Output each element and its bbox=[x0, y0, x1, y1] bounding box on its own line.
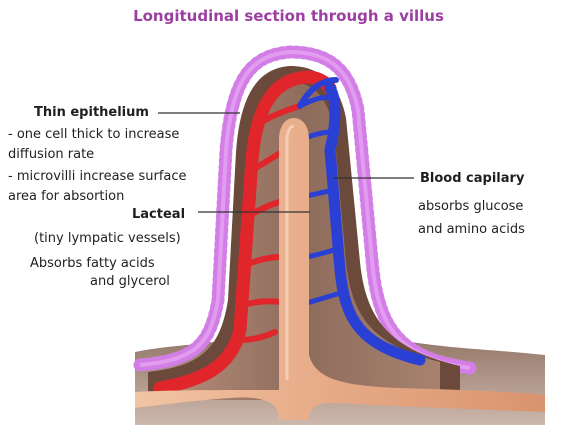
lacteal-line-3: and glycerol bbox=[90, 274, 170, 289]
blood-capillary-line-1: absorbs glucose bbox=[418, 199, 524, 214]
lacteal-line-1: (tiny lympatic vessels) bbox=[34, 231, 181, 246]
blood-capillary-heading: Blood capilary bbox=[420, 171, 525, 186]
vein-extension bbox=[297, 77, 339, 109]
thin-epithelium-line-1: - one cell thick to increase bbox=[8, 127, 180, 142]
lacteal-highlight bbox=[285, 124, 295, 380]
microvilli-border-inner bbox=[139, 49, 471, 370]
thin-epithelium-line-3: - microvilli increase surface bbox=[8, 169, 187, 184]
lacteal-heading: Lacteal bbox=[132, 207, 186, 222]
diagram-title: Longitudinal section through a villus bbox=[133, 7, 444, 25]
blood-capillary-line-2: and amino acids bbox=[418, 222, 525, 237]
thin-epithelium-line-2: diffusion rate bbox=[8, 147, 95, 162]
vein-vessel bbox=[324, 82, 426, 366]
thin-epithelium-heading: Thin epithelium bbox=[34, 105, 149, 120]
thin-epithelium-line-4: area for absortion bbox=[8, 189, 125, 204]
lacteal-line-2: Absorbs fatty acids bbox=[30, 256, 155, 271]
